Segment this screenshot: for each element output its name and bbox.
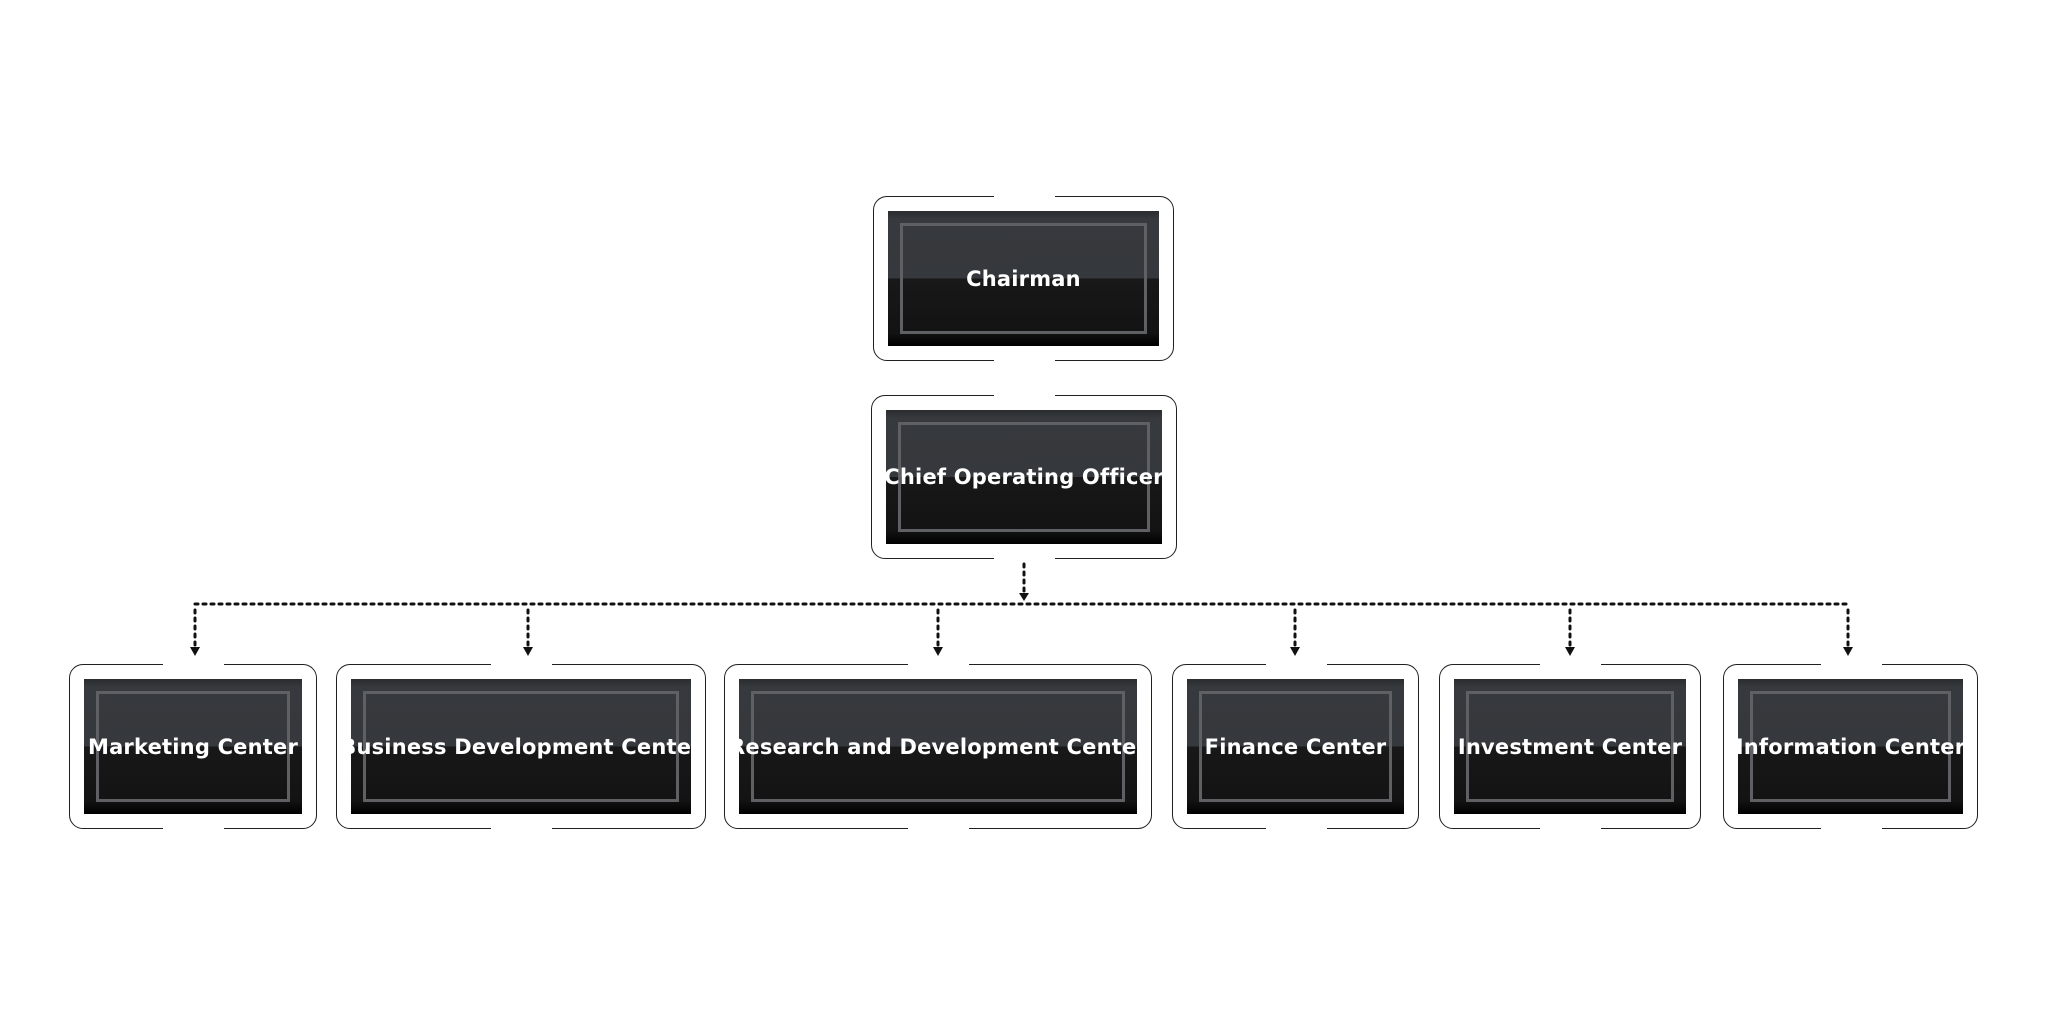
node-label: Finance Center [1204, 734, 1387, 759]
node-label: Marketing Center [87, 734, 299, 759]
node-investment-center[interactable]: Investment Center [1439, 662, 1701, 831]
arrowhead-icon [1290, 647, 1300, 656]
node-label: Research and Development Center [729, 734, 1147, 759]
arrowhead-icon [190, 647, 200, 656]
arrowhead-icon [523, 647, 533, 656]
arrowhead-icon [1565, 647, 1575, 656]
node-label: Chairman [966, 266, 1081, 291]
node-coo[interactable]: Chief Operating Officer [871, 393, 1177, 561]
node-label: Investment Center [1457, 734, 1683, 759]
node-research-and-development-center[interactable]: Research and Development Center [724, 662, 1152, 831]
node-label: Information Center [1735, 734, 1966, 759]
arrowhead-icon [1843, 647, 1853, 656]
node-information-center[interactable]: Information Center [1723, 662, 1978, 831]
arrowhead-icon [1019, 593, 1029, 601]
node-marketing-center[interactable]: Marketing Center [69, 662, 317, 831]
node-label: Business Development Center [340, 734, 702, 759]
node-chairman[interactable]: Chairman [873, 194, 1174, 363]
node-finance-center[interactable]: Finance Center [1172, 662, 1419, 831]
node-label: Chief Operating Officer [884, 465, 1164, 489]
node-business-development-center[interactable]: Business Development Center [336, 662, 706, 831]
arrowhead-icon [933, 647, 943, 656]
